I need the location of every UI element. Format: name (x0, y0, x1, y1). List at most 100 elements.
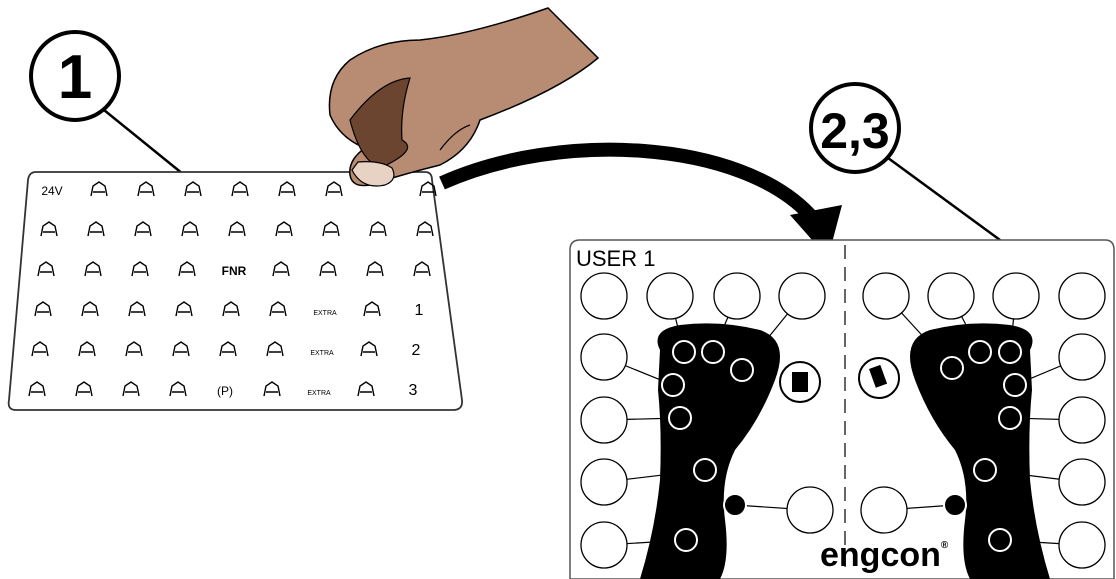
right-button-labels (860, 272, 1106, 569)
sticker-sprinkle-icon (28, 381, 46, 397)
left-joystick-button (723, 493, 747, 517)
sticker-print2-icon (266, 341, 284, 357)
sticker-rotate4-icon (172, 341, 190, 357)
sticker-double-arrow-icon (419, 181, 437, 197)
sticker-rotator-icon (137, 181, 155, 197)
left-joystick-button (693, 458, 717, 482)
step-23-label: 2,3 (820, 103, 890, 159)
brand-logo: engcon® (820, 536, 949, 574)
sticker-roll3-icon (366, 261, 384, 277)
right-joystick-button (998, 340, 1022, 364)
control-card: USER 1 engcon® (569, 239, 1115, 579)
right-label-circle (1058, 272, 1106, 320)
sticker-text: EXTRA (310, 350, 334, 357)
sticker-text: 1 (415, 302, 424, 319)
sticker-rotate2-icon (178, 261, 196, 277)
left-label-circle (786, 486, 834, 534)
left-label-circle (580, 396, 628, 444)
sticker-turtle2-icon (31, 341, 49, 357)
sticker-shovel2-icon (78, 341, 96, 357)
sticker-roll4-icon (363, 301, 381, 317)
right-label-circle (1058, 521, 1106, 569)
right-label-circle (992, 272, 1040, 320)
sticker-roll2-icon (319, 261, 337, 277)
step-1-label: 1 (58, 43, 92, 112)
sticker-hook-icon (75, 381, 93, 397)
left-joystick-button (701, 340, 725, 364)
hand-peeling-sticker (328, 7, 600, 187)
sticker-updown-icon (416, 221, 434, 237)
sticker-hare-icon (278, 181, 296, 197)
right-label-circle (862, 272, 910, 320)
sticker-horn-icon (272, 261, 290, 277)
left-joystick-button (730, 358, 754, 382)
left-label-circle (580, 333, 628, 381)
right-label-circle (1058, 458, 1106, 506)
left-label-circle (580, 521, 628, 569)
sticker-bucket-icon (325, 181, 343, 197)
sticker-grab2-icon (228, 221, 246, 237)
sticker-updown-icon (413, 261, 431, 277)
roll-icon (858, 357, 900, 399)
right-joystick-button (940, 356, 964, 380)
sticker-tilt4-icon (125, 341, 143, 357)
left-joystick-button (674, 528, 698, 552)
left-button-labels (580, 272, 834, 569)
left-label-circle (778, 272, 826, 320)
sticker-tilt3-icon (128, 301, 146, 317)
sticker-pen-icon (231, 181, 249, 197)
sticker-grab-icon (87, 221, 105, 237)
user-label: USER 1 (576, 246, 655, 271)
step-1-callout: 1 (29, 30, 216, 201)
sticker-axle-icon (37, 261, 55, 277)
sticker-rotator2-icon (322, 221, 340, 237)
left-label-circle (646, 272, 694, 320)
step-23-leader (887, 156, 1001, 242)
step-23-callout: 2,3 (809, 82, 1001, 242)
sticker-rotate3-icon (175, 301, 193, 317)
sticker-engine-icon (40, 221, 58, 237)
right-joystick-button (943, 493, 967, 517)
sticker-text: EXTRA (313, 310, 337, 317)
sticker-rotate-icon (134, 221, 152, 237)
left-joystick-button (668, 406, 692, 430)
sticker-hammer-icon (90, 181, 108, 197)
left-label-circle (580, 458, 628, 506)
left-joystick-button (661, 373, 685, 397)
right-joystick-button (998, 406, 1022, 430)
rotator-icon (779, 361, 821, 403)
left-label-circle (713, 272, 761, 320)
sticker-turtle-icon (275, 221, 293, 237)
sticker-text: 2 (412, 342, 421, 359)
sticker-roll-icon (369, 221, 387, 237)
sticker-text: (P) (217, 384, 233, 398)
sticker-roll5-icon (360, 341, 378, 357)
sticker-text: FNR (222, 264, 247, 278)
sticker-text: EXTRA (307, 390, 331, 397)
sticker-lock-icon (263, 381, 281, 397)
right-label-circle (1058, 396, 1106, 444)
sticker-shovel-icon (81, 301, 99, 317)
sticker-print-icon (269, 301, 287, 317)
right-joystick-button (1003, 373, 1027, 397)
sticker-lift-icon (34, 301, 52, 317)
sticker-axle3-icon (219, 341, 237, 357)
right-label-circle (860, 486, 908, 534)
sticker-double-arrow-icon (357, 381, 375, 397)
right-joystick-button (988, 528, 1012, 552)
right-joystick-button (973, 458, 997, 482)
left-label-circle (580, 272, 628, 320)
right-joystick-button (968, 340, 992, 364)
sticker-rotate5-icon (169, 381, 187, 397)
left-joystick-button (672, 340, 696, 364)
right-label-circle (927, 272, 975, 320)
sticker-tilt5-icon (122, 381, 140, 397)
sticker-text: 3 (409, 382, 418, 399)
right-label-circle (1058, 333, 1106, 381)
sticker-tilt-icon (184, 181, 202, 197)
sticker-tilt2-icon (131, 261, 149, 277)
sticker-grab3-icon (84, 261, 102, 277)
